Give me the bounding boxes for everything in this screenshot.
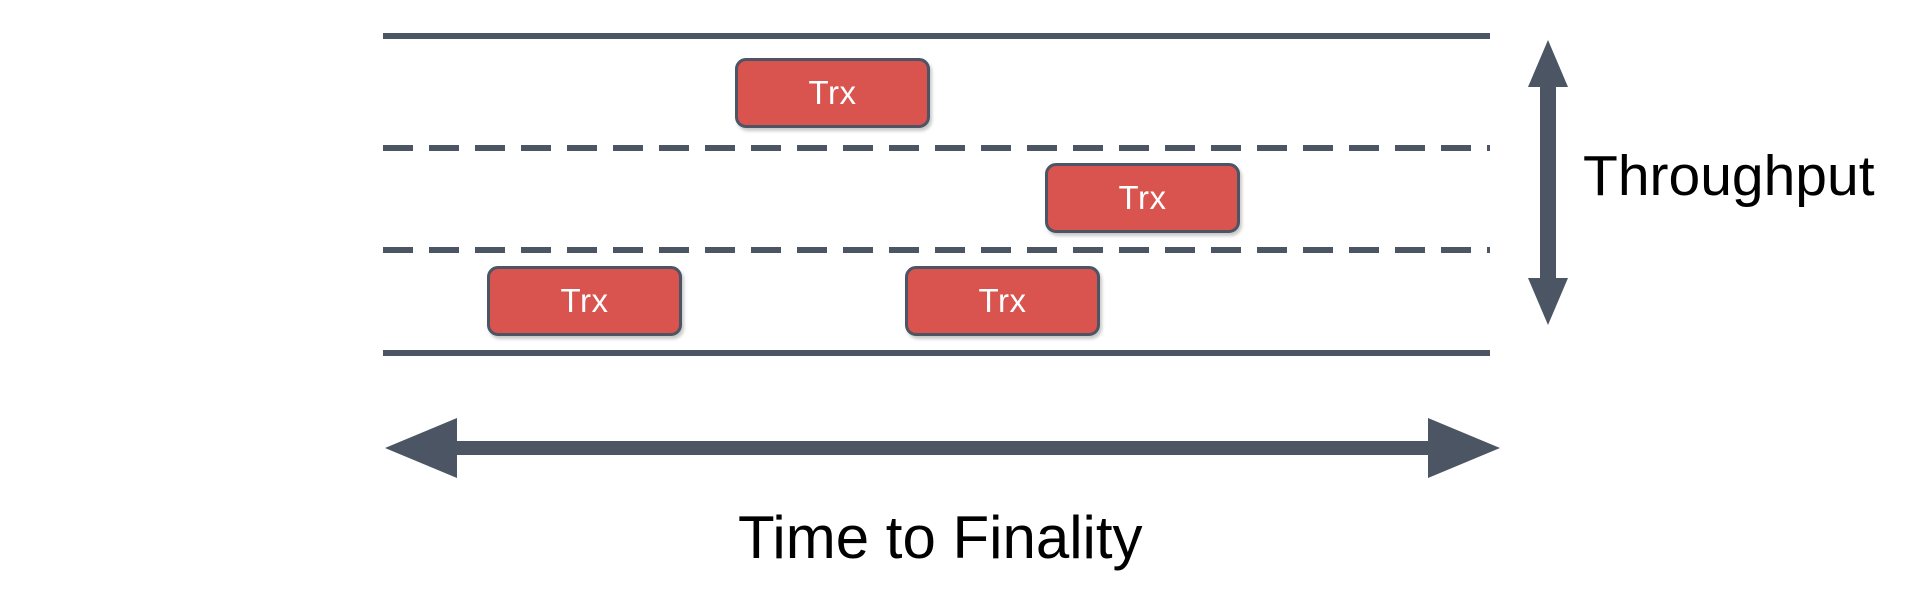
transaction-block[interactable]: Trx [735, 58, 930, 128]
lane-line-middle-dashed-2 [383, 247, 1490, 253]
arrow-right-icon [1428, 418, 1500, 478]
throughput-axis-arrow [1528, 40, 1568, 325]
transaction-block-label: Trx [978, 282, 1027, 319]
transaction-block[interactable]: Trx [905, 266, 1100, 336]
transaction-block-label: Trx [1118, 179, 1167, 216]
lane-line-top-solid [383, 33, 1490, 39]
transaction-block[interactable]: Trx [1045, 163, 1240, 233]
transaction-block-label: Trx [808, 74, 857, 111]
throughput-arrow-shaft [1540, 85, 1556, 281]
arrow-left-icon [385, 418, 457, 478]
transaction-block[interactable]: Trx [487, 266, 682, 336]
time-axis-arrow [385, 418, 1500, 478]
arrow-down-icon [1528, 278, 1568, 325]
arrow-up-icon [1528, 40, 1568, 87]
lane-line-middle-dashed-1 [383, 145, 1490, 151]
lane-line-bottom-solid [383, 350, 1490, 356]
time-to-finality-axis-label: Time to Finality [738, 504, 1143, 571]
transaction-block-label: Trx [560, 282, 609, 319]
time-arrow-shaft [455, 441, 1433, 455]
throughput-axis-label: Throughput [1583, 144, 1875, 208]
